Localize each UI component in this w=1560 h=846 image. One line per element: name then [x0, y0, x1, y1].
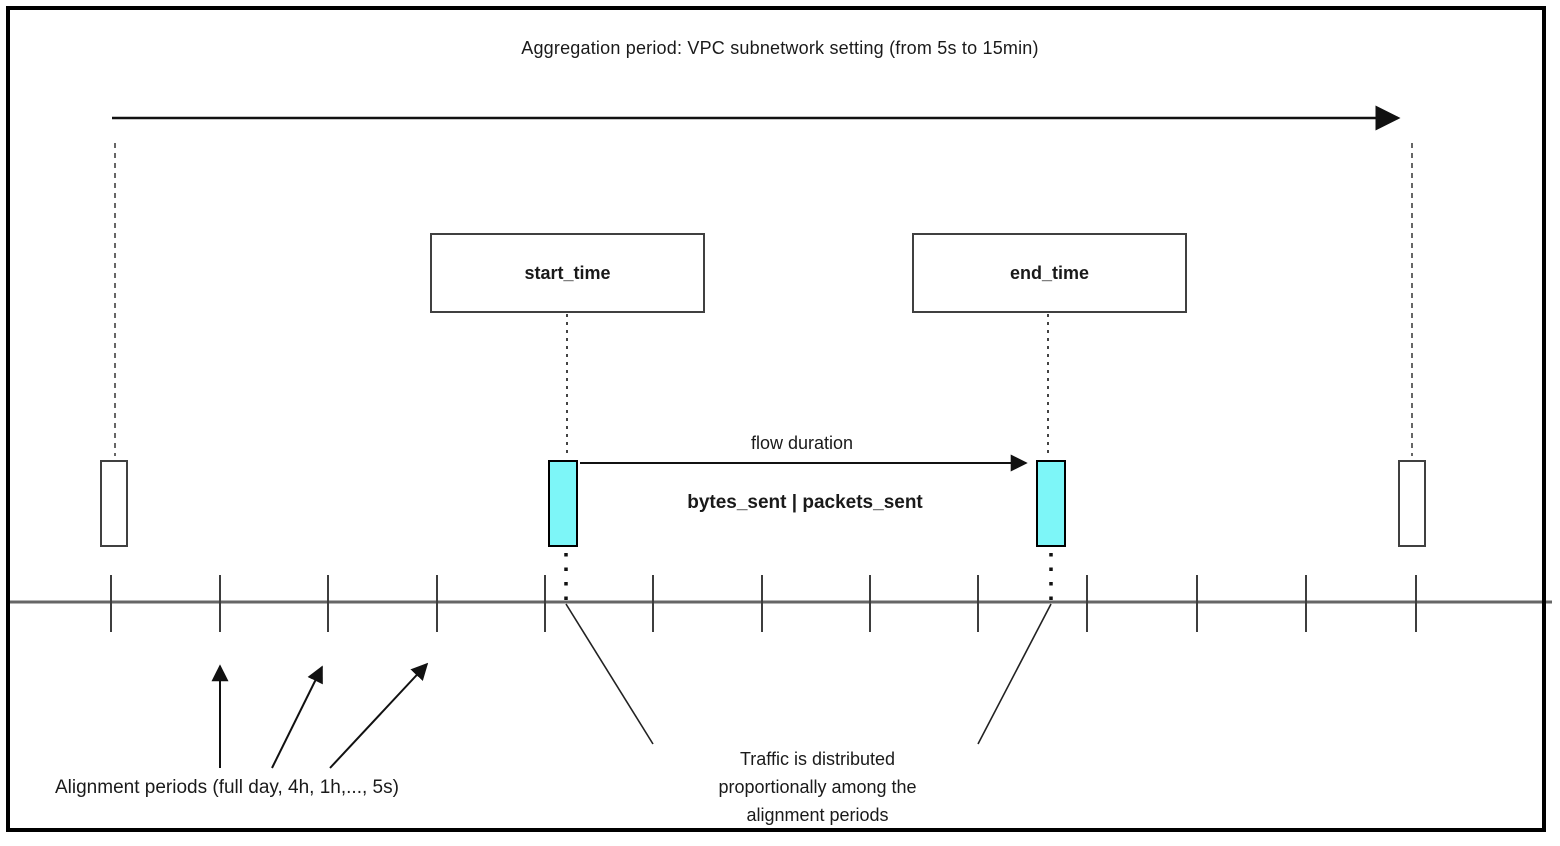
- traffic-note-pointer-right: [977, 603, 1052, 745]
- right-boundary-marker: [1398, 460, 1426, 547]
- end-time-marker: [1036, 460, 1066, 547]
- alignment-arrow-3: [329, 662, 429, 769]
- traffic-note-line: alignment periods: [746, 805, 889, 825]
- bytes-packets-label: bytes_sent | packets_sent: [687, 492, 923, 513]
- end-time-box-label: end_time: [1009, 262, 1090, 283]
- left-boundary-marker: [100, 460, 128, 547]
- traffic-note-line: Traffic is distributed: [739, 749, 896, 769]
- traffic-note-pointer-left: [565, 603, 654, 745]
- alignment-periods-label: Alignment periods (full day, 4h, 1h,...,…: [55, 777, 399, 798]
- traffic-note-line: proportionally among the: [718, 777, 917, 797]
- diagram-title: Aggregation period: VPC subnetwork setti…: [521, 38, 1039, 58]
- traffic-distribution-note: Traffic is distributed proportionally am…: [655, 745, 980, 829]
- end-time-box: end_time: [912, 233, 1187, 313]
- timeline-ticks: [110, 575, 1417, 632]
- start-time-box: start_time: [430, 233, 705, 313]
- start-time-box-label: start_time: [524, 262, 611, 283]
- start-time-marker: [548, 460, 578, 547]
- alignment-arrow-2: [271, 665, 323, 769]
- flow-duration-label: flow duration: [750, 433, 854, 453]
